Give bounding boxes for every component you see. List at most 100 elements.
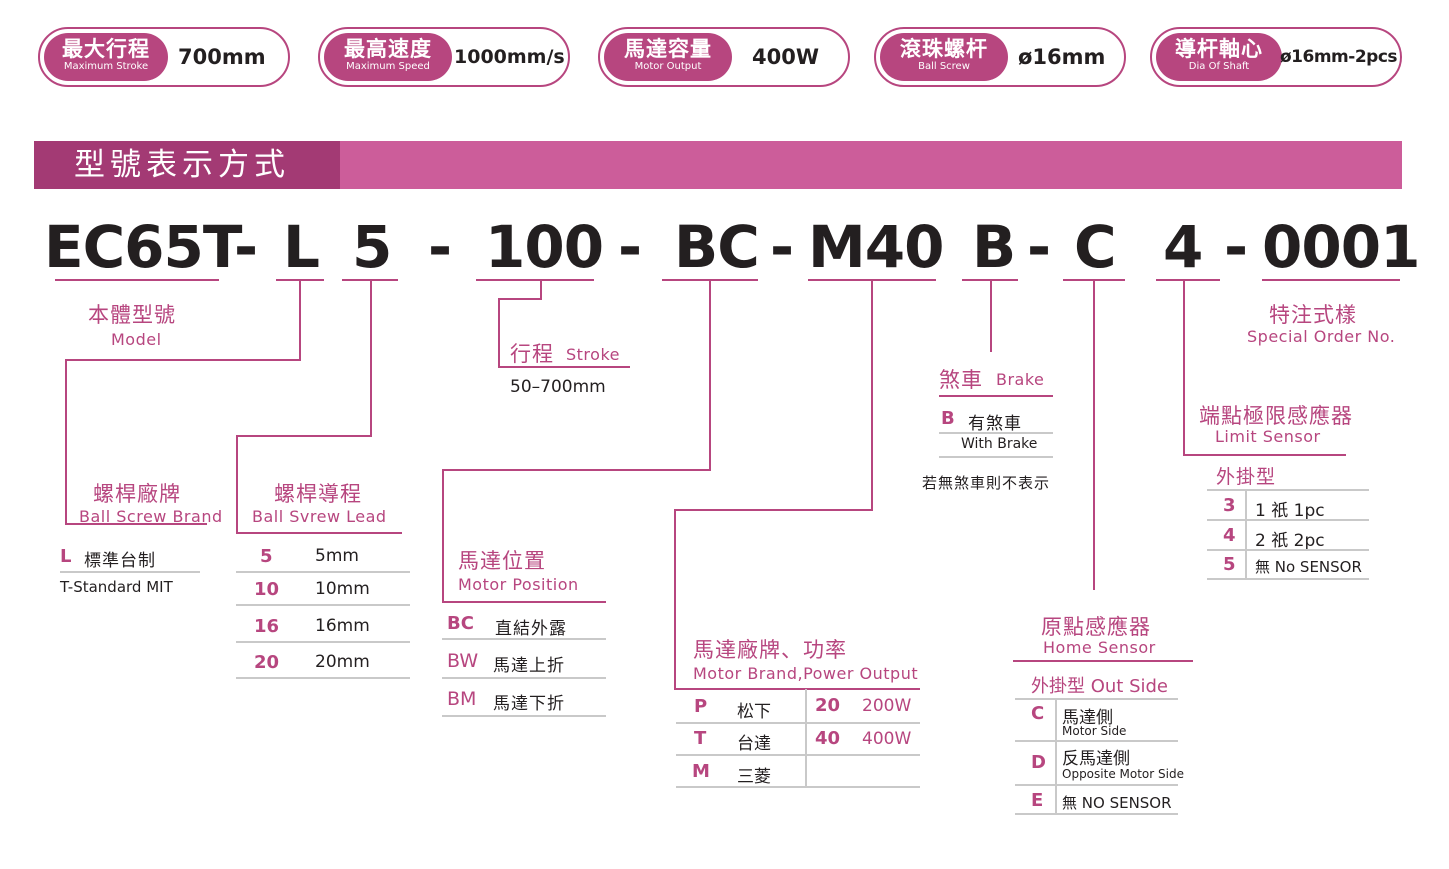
stroke-label-en: Stroke	[566, 345, 620, 364]
home-sensor-code: E	[1031, 790, 1044, 811]
spec-value: 1000mm/s	[454, 46, 565, 68]
connector-line	[871, 280, 873, 510]
spec-label-en: Maximum Stroke	[63, 61, 149, 72]
screw-brand-label-en: Ball Screw Brand	[79, 507, 223, 526]
connector-line	[1183, 280, 1185, 455]
column-divider	[805, 689, 807, 787]
brake-option: 有煞車	[968, 414, 1022, 434]
connector-line	[498, 366, 630, 368]
lead-value: 10mm	[315, 579, 370, 599]
code-limit-sensor: 4	[1163, 213, 1203, 281]
spec-label: 導杆軸心	[1175, 37, 1263, 61]
motor-brand-code: M	[692, 761, 710, 782]
code-home-sensor: C	[1074, 213, 1117, 281]
lead-code: 5	[260, 546, 273, 567]
code-dash: -	[1027, 213, 1051, 281]
home-sensor-option: 馬達側	[1062, 708, 1113, 728]
special-label-en: Special Order No.	[1247, 327, 1396, 346]
home-sensor-label: 原點感應器	[1041, 615, 1151, 639]
screw-brand-option: 標準台制	[84, 551, 156, 571]
code-model: EC65T	[44, 213, 242, 281]
motor-brand-name: 台達	[737, 734, 771, 754]
motor-brand-code: T	[694, 728, 707, 749]
screw-brand-label: 螺桿廠牌	[93, 482, 181, 506]
row-divider	[236, 641, 410, 643]
code-underline	[1063, 279, 1125, 281]
screw-lead-label: 螺桿導程	[274, 482, 362, 506]
row-divider	[442, 715, 606, 717]
row-divider	[1015, 813, 1178, 815]
screw-brand-option-en: T-Standard MIT	[60, 578, 173, 596]
spec-value: 700mm	[178, 45, 266, 69]
special-label: 特注式樣	[1269, 303, 1357, 327]
code-special: 0001	[1262, 213, 1420, 281]
row-divider	[1015, 784, 1178, 786]
connector-line	[674, 509, 676, 689]
model-label-en: Model	[111, 330, 162, 349]
connector-line	[65, 523, 207, 525]
motor-position-label: 馬達位置	[458, 549, 546, 573]
code-underline	[276, 279, 324, 281]
connector-line	[442, 469, 444, 602]
code-screw-lead: 5	[352, 213, 392, 281]
home-sensor-option-en: Opposite Motor Side	[1062, 767, 1184, 781]
brake-code: B	[941, 408, 955, 429]
connector-line	[236, 435, 238, 533]
motor-position-code: BC	[447, 613, 474, 634]
limit-sensor-code: 3	[1223, 495, 1236, 516]
motor-power-value: 200W	[862, 696, 912, 716]
motor-brand-label-en: Motor Brand,Power Output	[693, 664, 919, 683]
spec-value: ø16mm	[1018, 45, 1106, 69]
home-sensor-code: D	[1031, 752, 1046, 773]
spec-value: ø16mm-2pcs	[1280, 47, 1398, 67]
home-sensor-option: 反馬達側	[1062, 749, 1130, 769]
lead-code: 10	[254, 579, 280, 600]
code-dash: -	[770, 213, 794, 281]
home-sensor-option-en: Motor Side	[1062, 724, 1127, 738]
code-dash: -	[1224, 213, 1248, 281]
row-divider	[236, 604, 410, 606]
motor-power-code: 40	[815, 728, 841, 749]
limit-sensor-desc: 無 No SENSOR	[1255, 558, 1362, 576]
connector-line	[674, 509, 873, 511]
code-dash: -	[618, 213, 642, 281]
code-screw-brand: L	[283, 213, 320, 281]
spec-label-en: Motor Output	[634, 61, 702, 72]
row-divider	[442, 677, 606, 679]
section-title: 型號表示方式	[74, 147, 290, 183]
connector-line	[674, 688, 920, 690]
connector-line	[442, 601, 606, 603]
connector-line	[540, 280, 542, 299]
code-dash: -	[234, 213, 258, 281]
connector-line	[990, 280, 992, 352]
code-underline	[662, 279, 758, 281]
motor-brand-name: 松下	[737, 702, 771, 722]
row-divider	[676, 786, 920, 788]
section-banner-tab	[34, 141, 340, 189]
brake-note: 若無煞車則不表示	[922, 474, 1051, 492]
connector-line	[1093, 280, 1095, 590]
code-brake: B	[972, 213, 1016, 281]
limit-sensor-label-en: Limit Sensor	[1215, 427, 1321, 446]
motor-power-value: 400W	[862, 729, 912, 749]
motor-position-label-en: Motor Position	[458, 575, 579, 594]
motor-brand-label: 馬達廠牌、功率	[693, 638, 847, 662]
home-sensor-code: C	[1031, 703, 1045, 724]
connector-line	[1013, 660, 1193, 662]
code-underline	[1156, 279, 1220, 281]
brake-label: 煞車	[939, 368, 983, 392]
row-divider	[442, 638, 606, 640]
spec-label: 最大行程	[62, 37, 150, 61]
limit-sensor-code: 5	[1223, 554, 1236, 575]
limit-sensor-sub: 外掛型	[1216, 466, 1277, 488]
lead-code: 16	[254, 616, 280, 637]
limit-sensor-desc: 2 祇 2pc	[1255, 531, 1325, 551]
code-underline	[1262, 279, 1400, 281]
code-underline	[476, 279, 594, 281]
spec-max-speed: 最高速度 Maximum Speed 1000mm/s	[318, 27, 570, 87]
connector-line	[299, 280, 301, 360]
screw-lead-label-en: Ball Svrew Lead	[252, 507, 387, 526]
model-label: 本體型號	[88, 303, 176, 327]
spec-max-stroke: 最大行程 Maximum Stroke 700mm	[38, 27, 290, 87]
motor-power-code: 20	[815, 695, 841, 716]
